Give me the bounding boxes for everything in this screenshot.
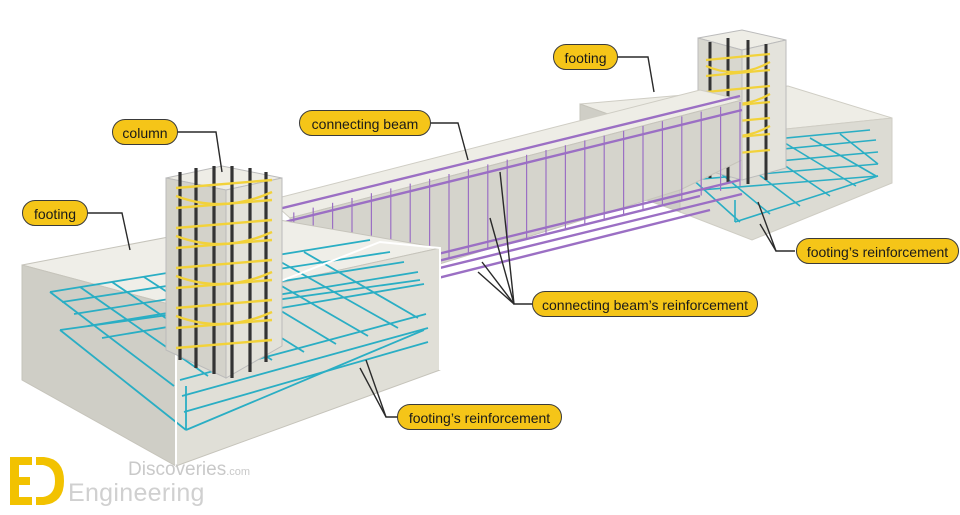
label-column: column xyxy=(112,119,178,145)
label-footing-reinforcement-left: footing’s reinforcement xyxy=(397,404,562,430)
label-connecting-beam-reinforcement: connecting beam’s reinforcement xyxy=(532,291,758,317)
label-footing-right: footing xyxy=(553,44,618,70)
logo-line-1: Discoveries.com xyxy=(128,459,250,481)
logo-line-1-text: Discoveries xyxy=(128,459,227,480)
logo: Discoveries.com Engineering xyxy=(10,455,250,510)
ED-logo-icon xyxy=(10,457,64,505)
column-left xyxy=(165,165,283,379)
label-footing-reinforcement-right: footing’s reinforcement xyxy=(796,238,959,264)
label-connecting-beam: connecting beam xyxy=(299,110,431,136)
logo-line-1-suffix: .com xyxy=(226,466,251,478)
label-footing-left: footing xyxy=(22,200,88,226)
leader-lines xyxy=(86,56,795,418)
logo-line-2: Engineering xyxy=(68,479,205,507)
